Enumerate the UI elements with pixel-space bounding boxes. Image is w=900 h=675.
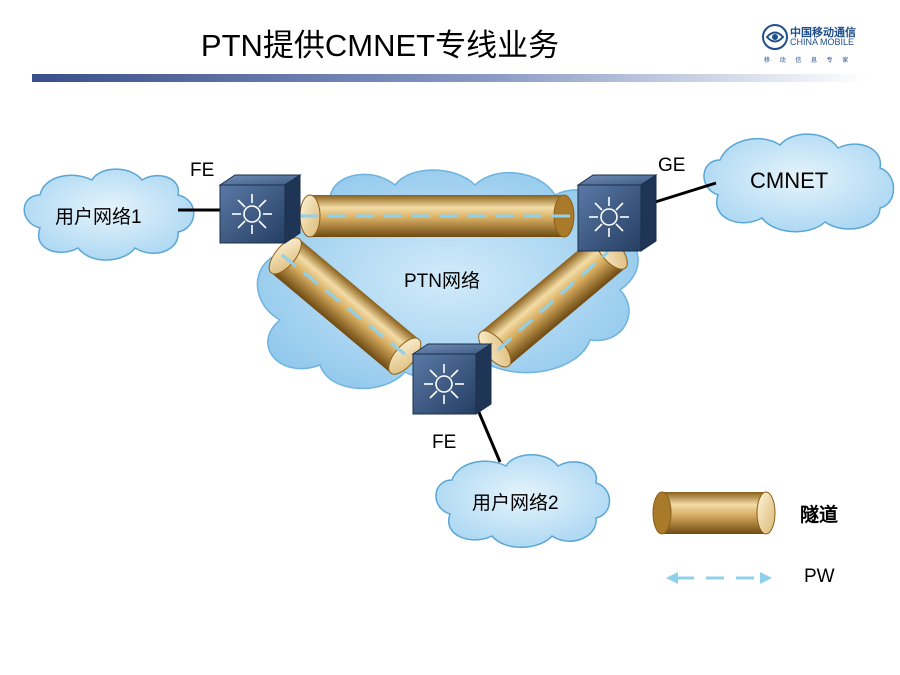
legend-pw-label: PW [804, 566, 835, 587]
china-mobile-icon [762, 24, 788, 50]
china-mobile-logo: 中国移动通信 CHINA MOBILE 移 动 信 息 专 家 [760, 22, 880, 66]
fe-label-top: FE [190, 160, 215, 181]
logo-cn-text: 中国移动通信 [790, 27, 856, 39]
user-network-1-cloud [23, 168, 195, 261]
ge-label: GE [658, 155, 686, 176]
router-cmnet-side [576, 174, 658, 252]
router-user2-side [411, 343, 493, 415]
logo-en-text: CHINA MOBILE [790, 37, 855, 47]
page-title: PTN提供CMNET专线业务 [200, 28, 560, 63]
fe-link-user2 [476, 409, 502, 463]
user-network-2-cloud [435, 454, 611, 548]
legend-tunnel-label: 隧道 [800, 505, 839, 526]
cmnet-cloud [703, 133, 895, 233]
user-network-1-label: 用户网络1 [55, 207, 142, 228]
legend-pw-swatch [666, 572, 772, 584]
legend-tunnel-swatch [652, 491, 776, 535]
pw-right [497, 250, 609, 352]
ge-link-cmnet [651, 181, 717, 205]
logo-tagline: 移 动 信 息 专 家 [764, 58, 853, 64]
user-network-2-label: 用户网络2 [472, 493, 559, 514]
ptn-network-label: PTN网络 [404, 271, 481, 292]
title-underline [32, 74, 868, 82]
router-user1-side [218, 174, 302, 244]
fe-label-bottom: FE [432, 432, 457, 453]
cmnet-label: CMNET [750, 168, 829, 193]
